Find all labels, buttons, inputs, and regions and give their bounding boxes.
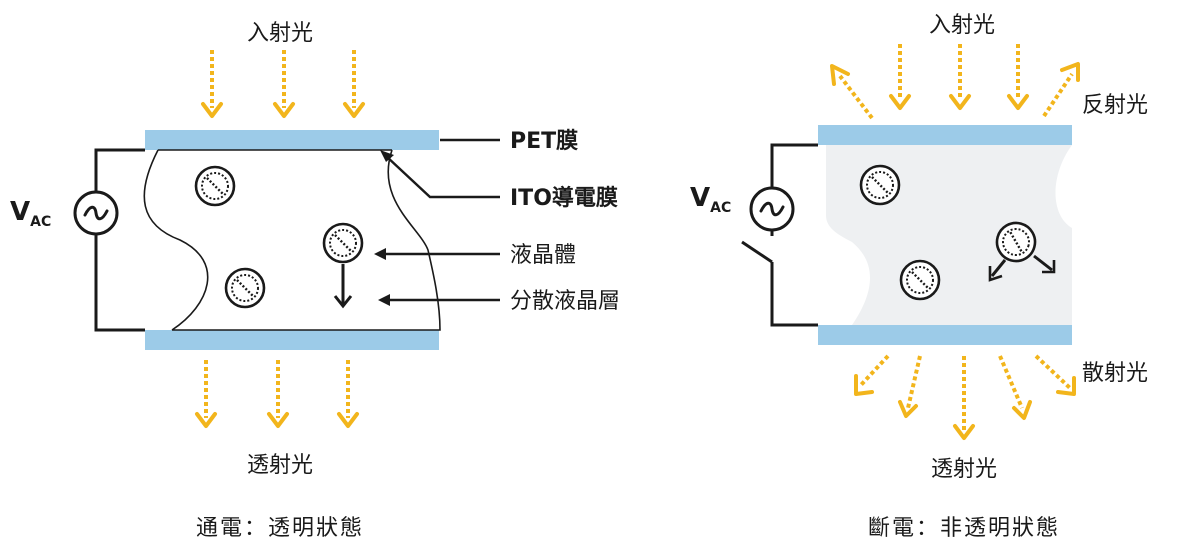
right-reflected-ray-left: [830, 64, 874, 120]
right-liquid-crystal-3: [899, 259, 941, 301]
left-panel: 入射光: [10, 21, 620, 541]
left-transmitted-label: 透射光: [247, 453, 313, 478]
right-reflected-label: 反射光: [1082, 93, 1148, 118]
right-transmitted-label: 透射光: [931, 457, 997, 482]
right-reflected-ray-right: [1042, 62, 1080, 118]
right-pet-film-top: [818, 125, 1072, 145]
right-scattered-ray-5: [1034, 354, 1076, 396]
right-open-switch: [741, 240, 773, 264]
right-ac-circuit: VAC: [690, 143, 818, 327]
right-voltage-label: VAC: [690, 183, 731, 216]
right-scattered-ray-2: [898, 355, 922, 418]
left-incident-rays: [201, 50, 365, 118]
label-pet-film: PET膜: [510, 129, 578, 154]
right-incident-ray-2: [949, 44, 971, 110]
label-pdlc-layer: 分散液晶層: [510, 289, 620, 314]
right-incident-ray-3: [1007, 44, 1029, 110]
left-pdlc-layer-outline: [143, 149, 441, 331]
left-transmitted-rays: [195, 360, 359, 428]
right-incident-ray-1: [889, 44, 911, 110]
left-pet-film-bottom: [145, 330, 439, 350]
right-incident-label: 入射光: [929, 13, 995, 38]
left-liquid-crystal-2: [322, 222, 364, 264]
right-liquid-crystal-1: [859, 164, 901, 206]
left-voltage-label: VAC: [10, 197, 51, 230]
left-incident-label: 入射光: [247, 21, 313, 46]
left-ac-source-icon: [73, 190, 119, 236]
right-random-orientation-arrows: [988, 254, 1056, 282]
right-scattered-ray-4: [998, 355, 1032, 420]
left-pointer-ito: [385, 155, 500, 199]
left-caption: 通電：透明狀態: [196, 516, 364, 541]
left-ac-circuit: VAC: [10, 148, 145, 332]
right-caption: 斷電：非透明狀態: [868, 516, 1060, 541]
left-incident-ray-1: [201, 50, 223, 118]
right-ac-source-icon: [749, 186, 795, 232]
left-transmitted-ray-1: [195, 360, 217, 428]
right-scattered-ray-3: [953, 356, 975, 440]
right-reflected-rays: [830, 62, 1080, 120]
right-incident-rays: [889, 44, 1029, 110]
right-scattered-rays: [854, 354, 1076, 440]
right-pet-film-bottom: [818, 325, 1072, 345]
label-ito-film: ITO導電膜: [510, 185, 618, 211]
right-panel: 入射光 反射光: [690, 13, 1148, 541]
right-scatter-layer: [826, 145, 1072, 325]
left-incident-ray-3: [343, 50, 365, 118]
left-transmitted-ray-3: [337, 360, 359, 428]
label-liquid-crystal: 液晶體: [510, 243, 576, 268]
left-liquid-crystal-1: [194, 165, 236, 207]
left-transmitted-ray-2: [267, 360, 289, 428]
left-liquid-crystal-3: [224, 267, 266, 309]
right-scattered-ray-1: [854, 354, 890, 396]
left-pet-film-top: [145, 130, 439, 150]
right-scattered-label: 散射光: [1082, 361, 1148, 386]
left-crystal-align-arrow: [333, 264, 353, 309]
left-incident-ray-2: [273, 50, 295, 118]
